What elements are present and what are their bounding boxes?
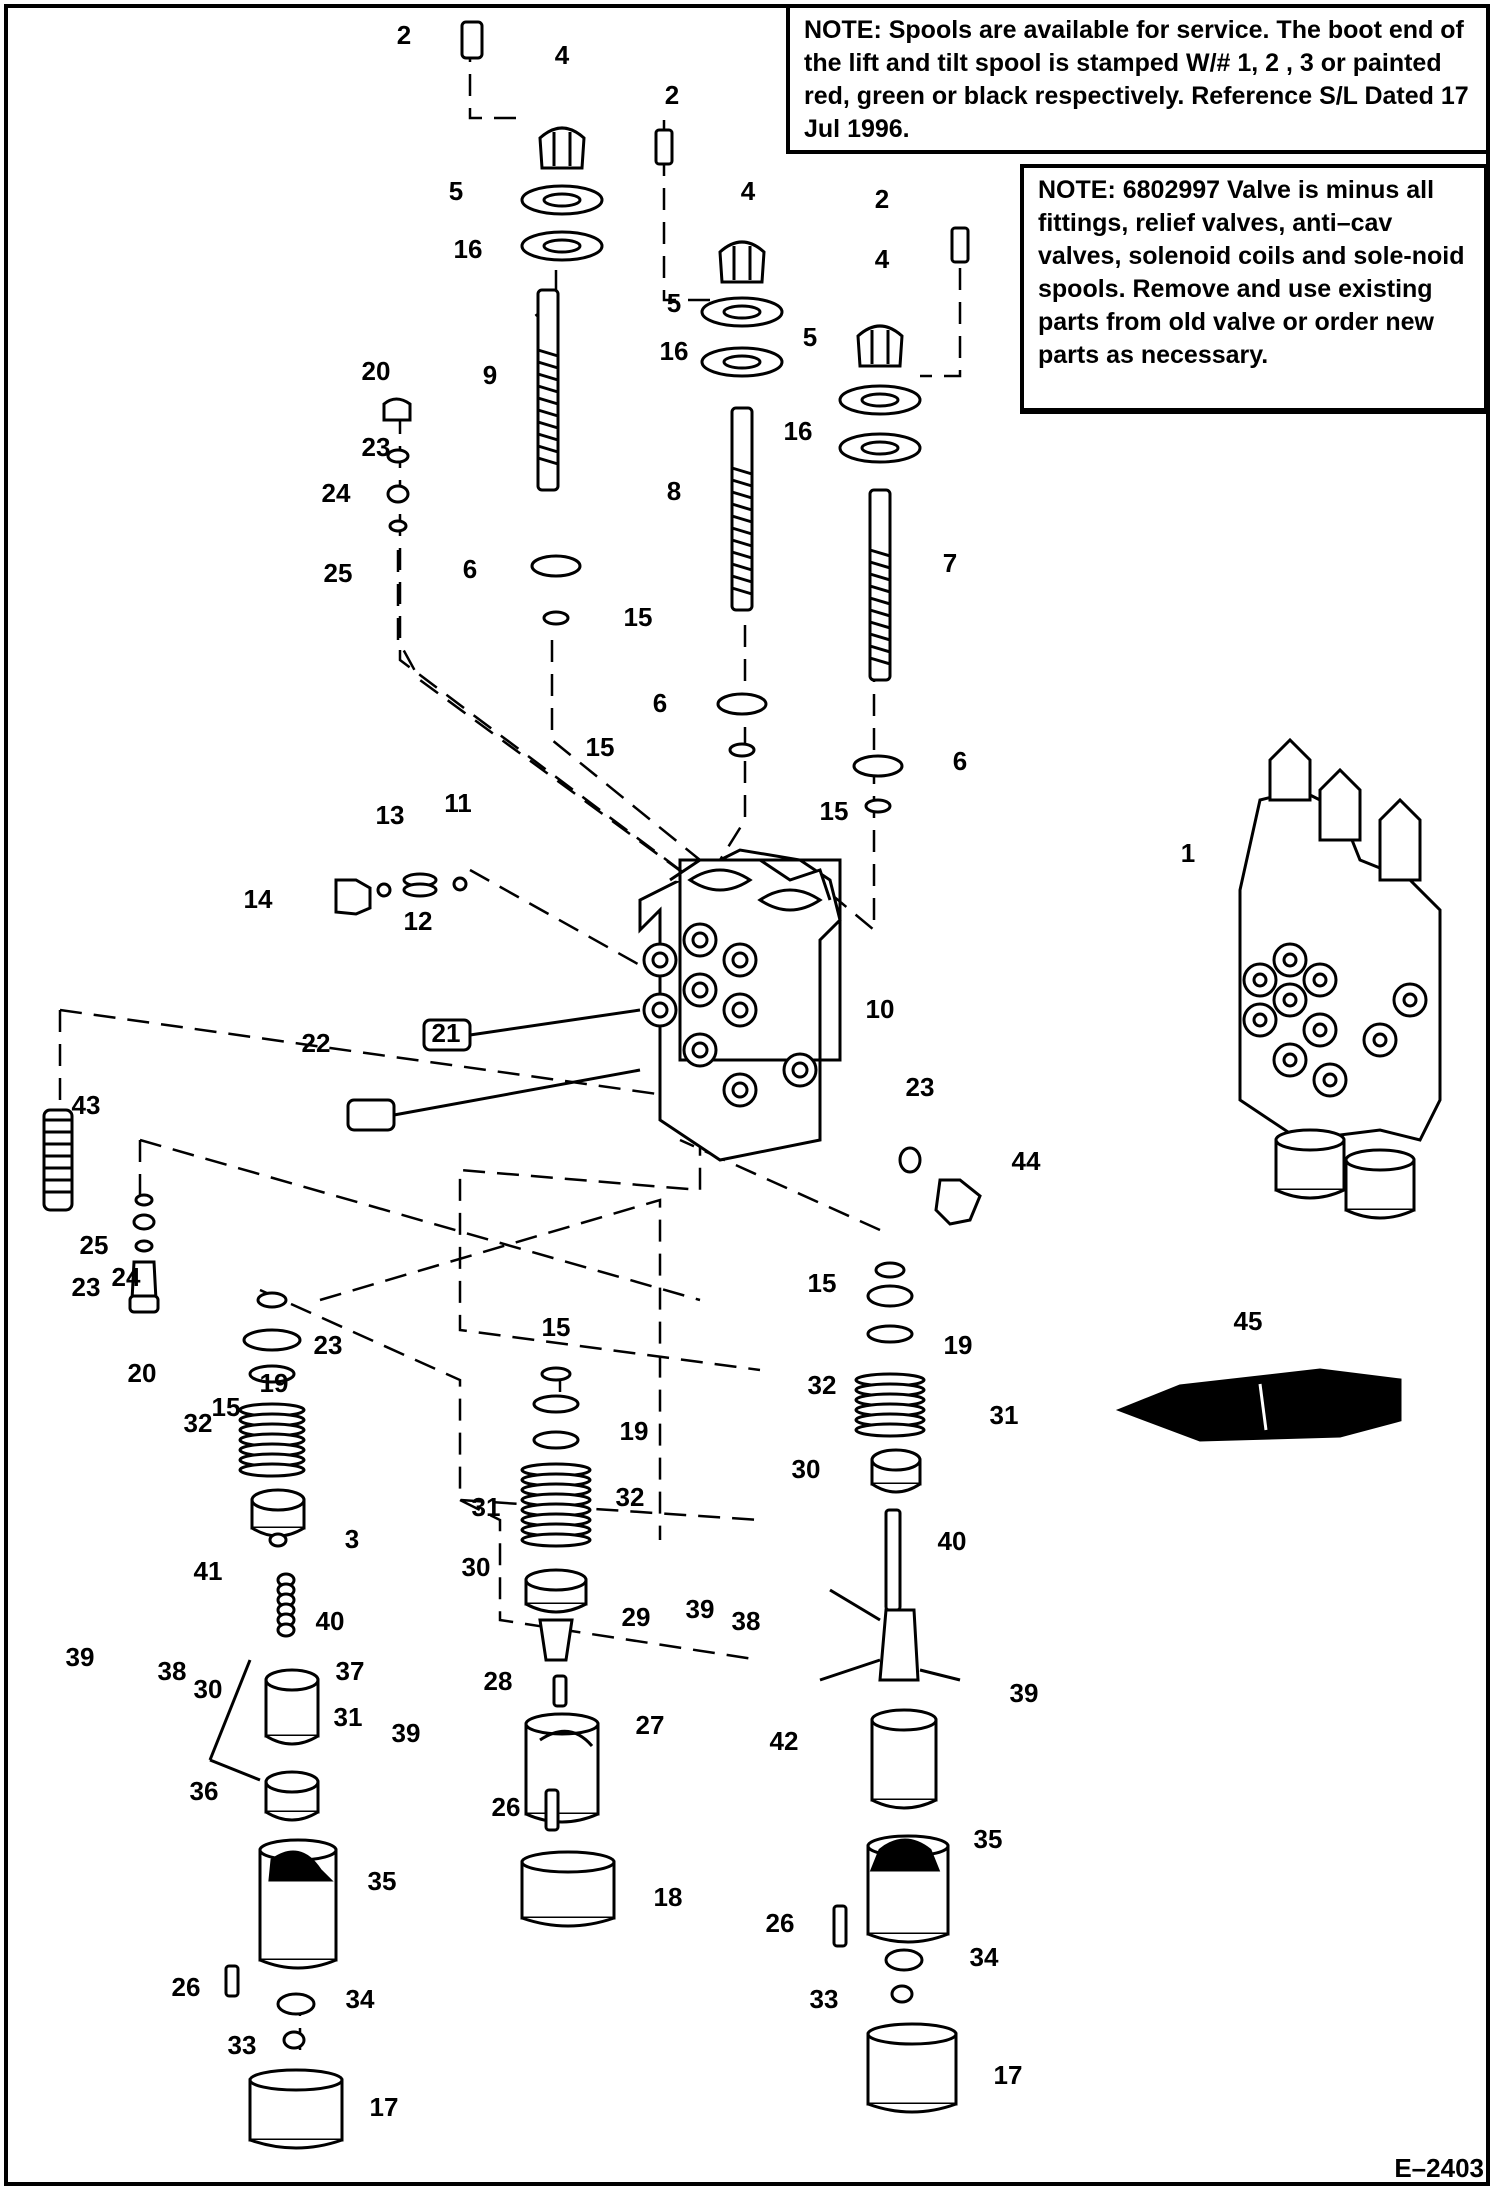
callout-label: 36 — [190, 1776, 219, 1806]
callout-label: 31 — [990, 1400, 1019, 1430]
callout-label: 6 — [463, 554, 477, 584]
callout-label: 13 — [376, 800, 405, 830]
callout-label: 33 — [228, 2030, 257, 2060]
callout-label: 43 — [72, 1090, 101, 1120]
callout-label: 17 — [370, 2092, 399, 2122]
callout-label: 40 — [316, 1606, 345, 1636]
callout-label: 30 — [194, 1674, 223, 1704]
callout-label: 39 — [392, 1718, 421, 1748]
figure-code: E–2403 — [1394, 2153, 1484, 2183]
callout-label: 27 — [636, 1710, 665, 1740]
callout-label: 2 — [875, 184, 889, 214]
callout-label: 26 — [492, 1792, 521, 1822]
callout-label: 31 — [472, 1492, 501, 1522]
callout-label: 15 — [808, 1268, 837, 1298]
callout-label: 9 — [483, 360, 497, 390]
callout-label: 32 — [184, 1408, 213, 1438]
callout-label: 4 — [555, 40, 570, 70]
callout-label: 15 — [212, 1392, 241, 1422]
callout-label: 19 — [260, 1368, 289, 1398]
valve-note: NOTE: 6802997 Valve is minus all fitting… — [1020, 164, 1490, 414]
callout-label: 16 — [454, 234, 483, 264]
callout-label: 8 — [667, 476, 681, 506]
callout-label: 25 — [324, 558, 353, 588]
callout-label: 15 — [542, 1312, 571, 1342]
callout-label: 21 — [432, 1018, 461, 1048]
callout-label: 24 — [112, 1262, 141, 1292]
callout-label: 38 — [732, 1606, 761, 1636]
callout-label: 28 — [484, 1666, 513, 1696]
callout-label: 38 — [158, 1656, 187, 1686]
callout-label: 22 — [302, 1028, 331, 1058]
callout-label: 17 — [994, 2060, 1023, 2090]
callout-label: 6 — [653, 688, 667, 718]
callout-label: 45 — [1234, 1306, 1263, 1336]
callout-label: 33 — [810, 1984, 839, 2014]
callout-label: 19 — [620, 1416, 649, 1446]
callout-label: 14 — [244, 884, 273, 914]
callout-label: 20 — [128, 1358, 157, 1388]
leader-dashes — [58, 40, 962, 2050]
callout-label: 5 — [449, 176, 463, 206]
callout-label: 23 — [72, 1272, 101, 1302]
callout-label: 2 — [665, 80, 679, 110]
callout-label: 30 — [462, 1552, 491, 1582]
callout-label: 37 — [336, 1656, 365, 1686]
callout-label: 19 — [944, 1330, 973, 1360]
callout-label: 26 — [172, 1972, 201, 2002]
callout-label: 15 — [820, 796, 849, 826]
callout-label: 4 — [875, 244, 890, 274]
callout-label: 44 — [1012, 1146, 1041, 1176]
callout-label: 6 — [953, 746, 967, 776]
callout-label: 10 — [866, 994, 895, 1024]
callout-label: 12 — [404, 906, 433, 936]
service-note: NOTE: Spools are available for service. … — [786, 4, 1490, 154]
callout-label: 4 — [741, 176, 756, 206]
callout-label: 35 — [368, 1866, 397, 1896]
note-text: 6802997 Valve is minus all fittings, rel… — [1038, 176, 1465, 369]
diagram-frame — [4, 4, 1490, 2186]
callout-label: 24 — [322, 478, 351, 508]
note-heading: NOTE: — [1038, 176, 1116, 204]
callout-label: 20 — [362, 356, 391, 386]
callout-label: 41 — [194, 1556, 223, 1586]
callout-label: 35 — [974, 1824, 1003, 1854]
callout-label: 39 — [686, 1594, 715, 1624]
callout-label: 39 — [66, 1642, 95, 1672]
callout-label: 18 — [654, 1882, 683, 1912]
callout-label: 5 — [803, 322, 817, 352]
callout-label: 11 — [444, 788, 472, 818]
callout-label: 40 — [938, 1526, 967, 1556]
part-drawings — [42, 20, 1442, 2150]
callout-layer: 1222344455566678910111213141515151515151… — [66, 20, 1263, 2122]
callout-label: 32 — [808, 1370, 837, 1400]
callout-label: 16 — [660, 336, 689, 366]
callout-label: 1 — [1181, 838, 1195, 868]
callout-label: 16 — [784, 416, 813, 446]
callout-label: 15 — [624, 602, 653, 632]
callout-label: 34 — [970, 1942, 999, 1972]
callout-label: 32 — [616, 1482, 645, 1512]
callout-label: 23 — [314, 1330, 343, 1360]
callout-label: 29 — [622, 1602, 651, 1632]
callout-label: 39 — [1010, 1678, 1039, 1708]
callout-label: 23 — [362, 432, 391, 462]
callout-label: 15 — [586, 732, 615, 762]
callout-label: 34 — [346, 1984, 375, 2014]
callout-label: 25 — [80, 1230, 109, 1260]
callout-label: 23 — [906, 1072, 935, 1102]
note-text: Spools are available for service. The bo… — [804, 16, 1469, 143]
callout-label: 42 — [770, 1726, 799, 1756]
callout-label: 30 — [792, 1454, 821, 1484]
callout-label: 3 — [345, 1524, 359, 1554]
callout-label: 31 — [334, 1702, 363, 1732]
callout-label: 5 — [667, 288, 681, 318]
callout-label: 26 — [766, 1908, 795, 1938]
callout-label: 7 — [943, 548, 957, 578]
callout-label: 2 — [397, 20, 411, 50]
note-heading: NOTE: — [804, 16, 882, 44]
